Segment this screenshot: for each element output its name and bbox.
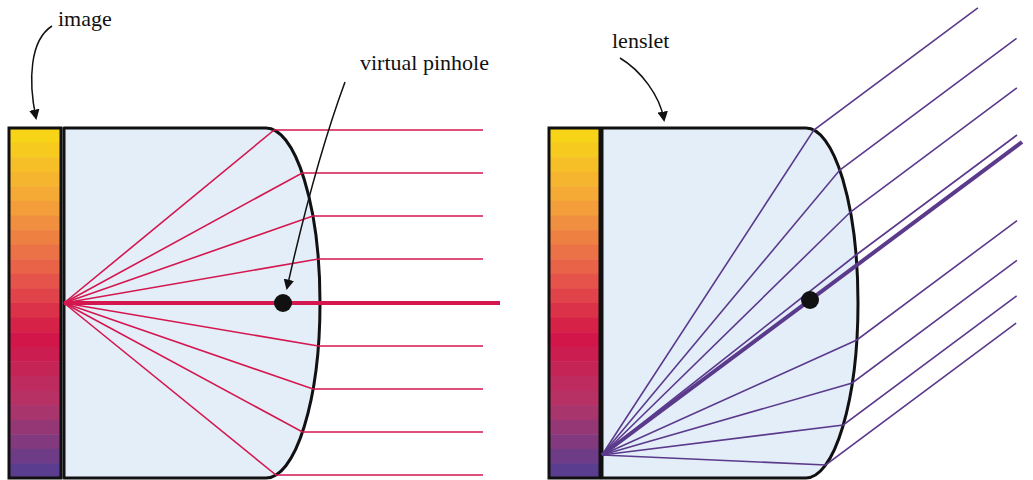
image-stripe xyxy=(9,143,61,158)
virtual-pinhole-dot xyxy=(801,291,819,309)
image-stripe xyxy=(9,361,61,376)
light-ray xyxy=(602,296,1017,455)
light-ray xyxy=(64,303,483,432)
image-stripe xyxy=(9,201,61,216)
image-stripe xyxy=(549,216,600,231)
image-stripe xyxy=(549,318,600,333)
image-stripe xyxy=(549,274,600,289)
image-stripe xyxy=(549,376,600,391)
light-ray xyxy=(602,260,1017,455)
image-stripe xyxy=(9,216,61,231)
light-ray xyxy=(64,259,483,303)
image-stripe xyxy=(549,420,600,435)
image-stripe xyxy=(549,347,600,362)
image-stripe xyxy=(9,391,61,406)
image-stripe xyxy=(549,449,600,464)
image-stripe xyxy=(9,318,61,333)
chief-ray xyxy=(602,142,1022,455)
image-stripe xyxy=(9,274,61,289)
light-ray xyxy=(64,303,483,475)
image-stripe xyxy=(9,376,61,391)
image-stripe xyxy=(9,420,61,435)
light-ray xyxy=(602,38,1017,455)
image-stripe xyxy=(9,449,61,464)
image-stripe xyxy=(549,157,600,172)
image-stripe xyxy=(9,288,61,303)
image-stripe xyxy=(9,157,61,172)
lenslet-panel xyxy=(9,128,500,479)
callout-label: lenslet xyxy=(612,30,669,52)
image-stripe xyxy=(549,172,600,187)
image-stripe xyxy=(9,230,61,245)
image-sensor xyxy=(9,128,61,478)
callout-label: virtual pinhole xyxy=(360,52,489,74)
light-ray xyxy=(602,221,1017,455)
image-sensor xyxy=(549,128,600,478)
image-stripe xyxy=(9,332,61,347)
image-stripe xyxy=(549,288,600,303)
image-stripe xyxy=(549,186,600,201)
light-ray xyxy=(602,323,1016,465)
leader-line xyxy=(287,82,345,288)
image-stripe xyxy=(9,463,61,478)
image-stripe xyxy=(549,434,600,449)
image-stripe xyxy=(549,361,600,376)
leader-line xyxy=(620,58,664,120)
image-stripe xyxy=(549,201,600,216)
image-stripe xyxy=(549,463,600,478)
image-stripe xyxy=(9,303,61,318)
image-stripe xyxy=(549,303,600,318)
image-stripe xyxy=(549,143,600,158)
image-stripe xyxy=(549,128,600,143)
image-stripe xyxy=(9,405,61,420)
light-ray xyxy=(64,173,483,303)
image-stripe xyxy=(549,230,600,245)
light-ray xyxy=(64,303,483,389)
light-ray xyxy=(64,130,483,303)
virtual-pinhole-dot xyxy=(274,294,292,312)
image-stripe xyxy=(9,245,61,260)
callout-label: image xyxy=(58,8,112,30)
image-stripe xyxy=(9,172,61,187)
image-stripe xyxy=(9,186,61,201)
image-stripe xyxy=(9,128,61,143)
image-stripe xyxy=(9,347,61,362)
image-stripe xyxy=(549,245,600,260)
light-ray xyxy=(602,88,1017,455)
image-stripe xyxy=(549,332,600,347)
image-stripe xyxy=(9,434,61,449)
lenslet-panel xyxy=(549,8,1022,479)
leader-line xyxy=(32,26,52,118)
image-stripe xyxy=(549,391,600,406)
image-stripe xyxy=(549,259,600,274)
light-ray xyxy=(64,216,483,303)
image-stripe xyxy=(9,259,61,274)
image-stripe xyxy=(549,405,600,420)
